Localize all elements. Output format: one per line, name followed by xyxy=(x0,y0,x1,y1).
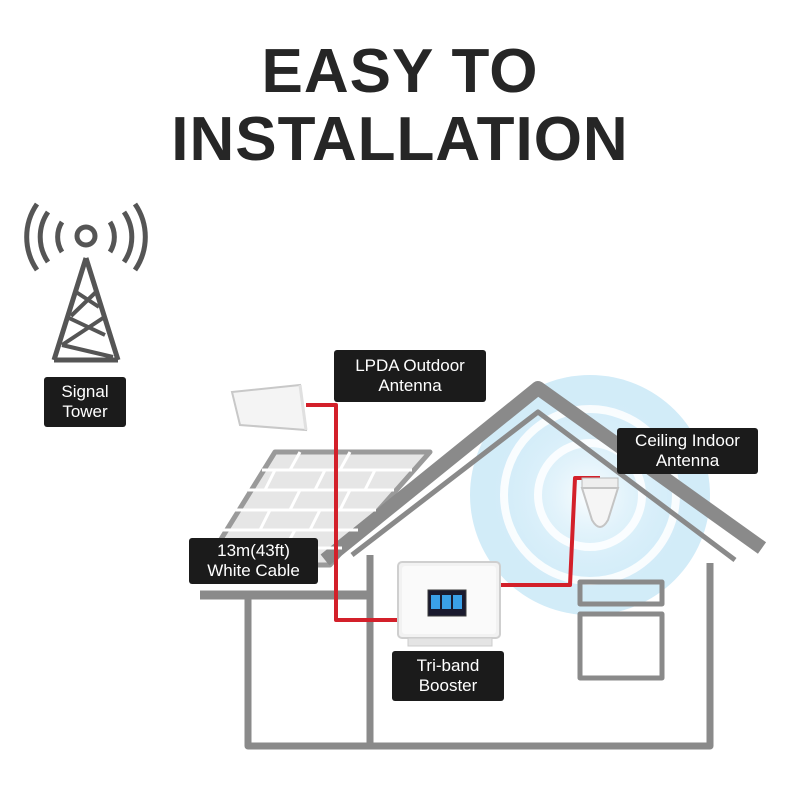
cable-label: 13m(43ft) White Cable xyxy=(189,538,318,584)
booster-label-line-1: Tri-band xyxy=(416,656,480,675)
booster-label: Tri-band Booster xyxy=(392,651,504,701)
signal-tower-label-line-1: Signal xyxy=(61,382,109,401)
booster-device-icon xyxy=(397,561,501,647)
ceiling-antenna-icon xyxy=(580,477,620,528)
lpda-antenna-label: LPDA Outdoor Antenna xyxy=(334,350,486,402)
signal-tower-label: Signal Tower xyxy=(44,377,126,427)
ceiling-antenna-label: Ceiling Indoor Antenna xyxy=(617,428,758,474)
lpda-antenna-label-line-1: LPDA Outdoor xyxy=(355,356,465,375)
ceiling-antenna-label-line-2: Antenna xyxy=(655,451,720,470)
lpda-antenna-label-line-2: Antenna xyxy=(378,376,442,395)
signal-tower-icon xyxy=(24,202,148,363)
title-line-2: INSTALLATION xyxy=(171,105,629,174)
booster-label-line-2: Booster xyxy=(418,676,478,695)
lpda-antenna-icon xyxy=(230,383,308,432)
title-line-1: EASY TO xyxy=(261,37,539,106)
house-outline xyxy=(200,381,767,750)
signal-tower-label-line-2: Tower xyxy=(62,402,108,421)
cable-label-line-2: White Cable xyxy=(207,561,300,580)
ceiling-antenna-label-line-1: Ceiling Indoor xyxy=(635,431,740,450)
cable-label-line-1: 13m(43ft) xyxy=(217,541,290,560)
